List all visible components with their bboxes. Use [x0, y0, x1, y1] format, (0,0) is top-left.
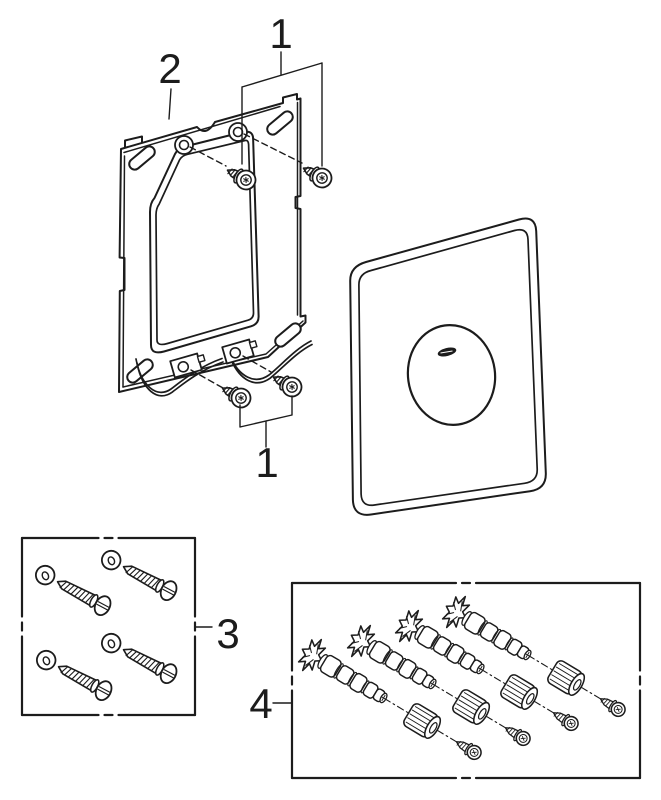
callout-label-screw-kit: 3: [216, 610, 239, 657]
screw-with-washer-icon: [97, 629, 181, 687]
leader-dashed-top-left: [189, 146, 227, 167]
frame-top-tab: [124, 135, 143, 149]
fixing-screws-drawing: [189, 133, 336, 412]
pan-screw-icon: [268, 367, 306, 401]
callout-label-bolt-kit: 4: [249, 680, 272, 727]
mounting-frame-drawing: [118, 93, 313, 397]
frame-hole-top-left: [178, 139, 190, 151]
screw-washer-kit-box: 3: [20, 536, 240, 717]
leader-dashed-top-right: [243, 133, 303, 164]
frame-slot-top-right: [266, 110, 294, 136]
callout-bottom-screws: 1: [239, 395, 293, 486]
frame-spring-wires: [135, 340, 313, 397]
bolt-kit-box: 4: [249, 581, 642, 780]
screw-with-washer-icon: [97, 546, 181, 604]
flush-button[interactable]: [401, 319, 501, 430]
callout-label-bottom-screws: 1: [255, 439, 278, 486]
leader-dashed-bottom-left: [190, 369, 224, 389]
brand-logo-icon: [437, 347, 457, 357]
callout-label-top-screws: 1: [269, 10, 292, 57]
leader-dashed-bottom-right: [242, 355, 272, 373]
flush-plate-drawing: [349, 217, 547, 516]
pan-screw-icon: [298, 158, 336, 192]
frame-slot-bottom-right: [274, 322, 302, 348]
screw-with-washer-icon: [31, 561, 115, 619]
frame-hole-top-right: [232, 126, 244, 138]
callout-top-screws: 1: [241, 10, 323, 167]
pan-screw-icon: [217, 378, 255, 412]
screw-with-washer-icon: [32, 646, 116, 704]
callout-frame: 2: [158, 45, 182, 120]
callout-label-frame: 2: [158, 45, 181, 92]
frame-slot-top-left: [128, 145, 156, 171]
